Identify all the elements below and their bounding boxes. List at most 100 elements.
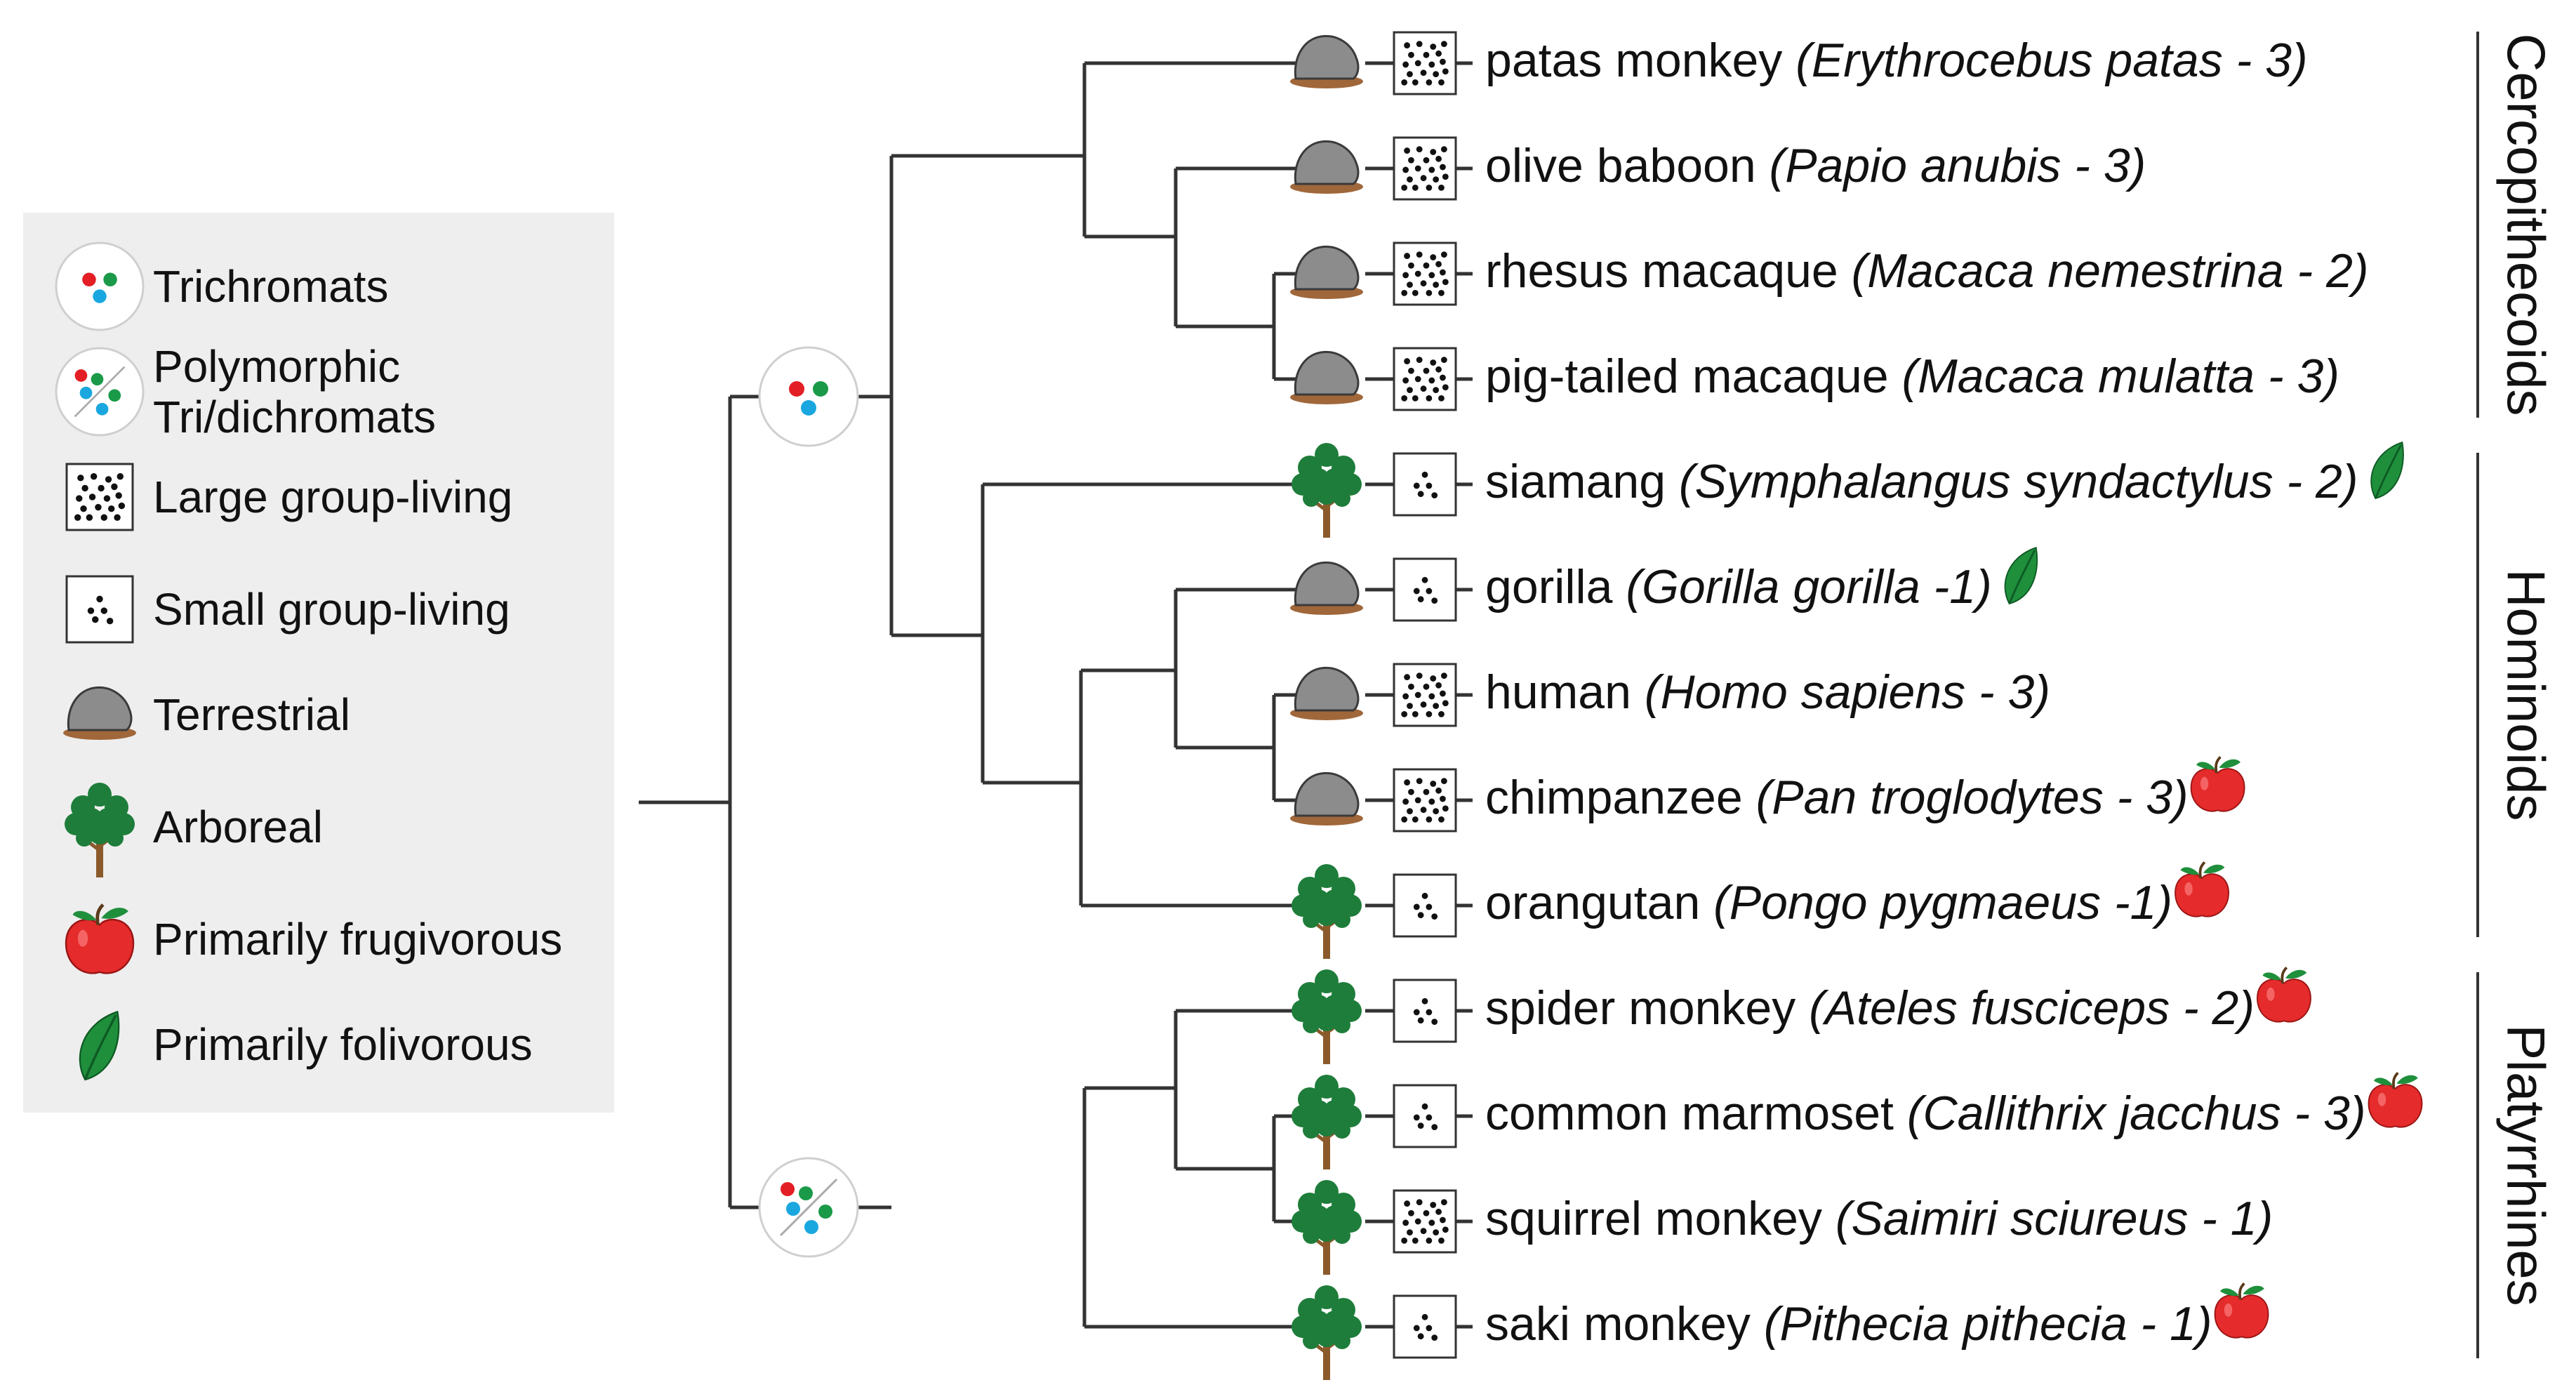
legend-label-line: Primarily folivorous: [153, 1019, 533, 1070]
terrestrial-icon: [1289, 666, 1365, 722]
legend-item-trichromats: Trichromats: [23, 234, 614, 339]
scientific-name: (Saimiri sciureus - 1): [1821, 1192, 2273, 1245]
legend-label: Small group-living: [153, 584, 510, 635]
scientific-name: (Erythrocebus patas - 3): [1782, 34, 2308, 87]
legend-label: Primarily folivorous: [153, 1019, 533, 1070]
common-name: rhesus macaque: [1485, 244, 1838, 298]
arboreal-icon: [47, 774, 152, 880]
apple-icon: [47, 887, 152, 992]
trichromat-icon: [55, 241, 145, 331]
terrestrial-icon: [1289, 245, 1365, 300]
folivorous-icon: [2370, 441, 2405, 500]
tip-olive-baboon: [1289, 136, 1457, 201]
legend-item-frugivorous: Primarily frugivorous: [23, 887, 614, 992]
tip-patas-monkey: [1289, 31, 1457, 95]
small-group-icon: [1393, 1294, 1457, 1359]
tip-human: [1289, 663, 1457, 727]
polymorphic-legend-icon: [55, 347, 145, 437]
scientific-name: (Pithecia pithecia - 1): [1750, 1297, 2212, 1351]
large-group-icon: [1393, 31, 1457, 95]
leaf-icon: [79, 1010, 120, 1081]
taxon-label: squirrel monkey (Saimiri sciureus - 1): [1485, 1191, 2273, 1247]
common-name: squirrel monkey: [1485, 1192, 1822, 1245]
small-group-icon: [1393, 873, 1457, 938]
taxon-label: saki monkey (Pithecia pithecia - 1): [1485, 1296, 2212, 1352]
terrestrial-icon: [1289, 140, 1365, 195]
taxon-label: pig-tailed macaque (Macaca mulatta - 3): [1485, 348, 2339, 404]
common-name: human: [1485, 665, 1631, 719]
small-group-icon: [65, 575, 134, 644]
large-group-icon: [1393, 768, 1457, 833]
small-group-icon: [1393, 557, 1457, 622]
large-group-icon: [1393, 347, 1457, 411]
tip-rhesus-macaque: [1289, 241, 1457, 306]
large-group-legend-icon: [65, 463, 134, 531]
common-name: siamang: [1485, 455, 1666, 508]
scientific-name: (Papio anubis - 3): [1755, 139, 2146, 192]
frugivorous-icon: [2189, 755, 2246, 813]
frugivorous-icon: [2213, 1282, 2270, 1339]
legend-item-arboreal: Arboreal: [23, 774, 614, 880]
frugivorous-icon: [2256, 966, 2312, 1023]
small-group-icon: [1393, 979, 1457, 1043]
folivorous-legend-icon: [79, 1010, 120, 1081]
taxon-label: olive baboon (Papio anubis - 3): [1485, 138, 2146, 194]
tip-trait-icons: [1289, 31, 2424, 1380]
clade-label: Cercopithecoids: [2495, 33, 2556, 416]
scientific-name: (Ateles fusciceps - 2): [1795, 981, 2255, 1035]
common-name: common marmoset: [1485, 1087, 1894, 1140]
tip-chimpanzee: [1289, 768, 1457, 833]
legend-label: Terrestrial: [153, 689, 350, 740]
legend-label-line: Terrestrial: [153, 689, 350, 740]
arboreal-icon: [1292, 969, 1362, 1064]
legend-item-small-group: Small group-living: [23, 557, 614, 662]
legend-label-line: Large group-living: [153, 472, 513, 522]
small-group-icon: [1393, 1084, 1457, 1148]
terrestrial-icon: [1289, 771, 1365, 827]
legend-item-large-group: Large group-living: [23, 444, 614, 550]
common-name: chimpanzee: [1485, 771, 1743, 824]
tip-spider-monkey: [1292, 969, 1457, 1064]
tip-pig-tailed-macaque: [1289, 347, 1457, 411]
small-group-legend-icon: [65, 575, 134, 644]
frugivorous-icon: [2174, 861, 2230, 918]
arboreal-legend-icon: [65, 783, 135, 877]
trichromat-legend-icon: [55, 241, 145, 331]
large-group-icon: [1393, 663, 1457, 727]
common-name: gorilla: [1485, 560, 1613, 614]
ancestral-node-icons: [758, 346, 859, 1258]
scientific-name: (Homo sapiens - 3): [1631, 665, 2051, 719]
scientific-name: (Symphalangus syndactylus - 2): [1666, 455, 2358, 508]
common-name: saki monkey: [1485, 1297, 1751, 1351]
legend-label-line: Trichromats: [153, 261, 389, 312]
legend-item-terrestrial: Terrestrial: [23, 662, 614, 767]
scientific-name: (Macaca mulatta - 3): [1888, 350, 2340, 403]
scientific-name: (Callithrix jacchus - 3): [1893, 1087, 2366, 1140]
arboreal-icon: [1292, 1075, 1362, 1169]
scientific-name: (Pan troglodytes - 3): [1742, 771, 2189, 824]
large-group-icon: [1393, 136, 1457, 201]
taxon-label: common marmoset (Callithrix jacchus - 3): [1485, 1085, 2366, 1141]
taxon-label: chimpanzee (Pan troglodytes - 3): [1485, 769, 2189, 826]
clade-label: Hominoids: [2495, 569, 2556, 821]
taxon-label: gorilla (Gorilla gorilla -1): [1485, 559, 1992, 615]
common-name: spider monkey: [1485, 981, 1796, 1035]
terrestrial-icon: [1289, 34, 1365, 90]
legend-label-line: Polymorphic: [153, 341, 401, 392]
legend-label-line: Tri/dichromats: [153, 392, 437, 442]
legend-item-folivorous: Primarily folivorous: [23, 992, 614, 1097]
tip-siamang: [1292, 443, 1457, 538]
large-group-icon: [1393, 241, 1457, 306]
taxon-label: orangutan (Pongo pygmaeus -1): [1485, 875, 2172, 931]
tip-common-marmoset: [1292, 1075, 1457, 1169]
common-name: olive baboon: [1485, 139, 1756, 192]
common-name: pig-tailed macaque: [1485, 350, 1889, 403]
large-group-icon: [65, 463, 134, 531]
terrestrial-icon: [1289, 561, 1365, 616]
large-group-icon: [1393, 1189, 1457, 1254]
scientific-name: (Macaca nemestrina - 2): [1838, 244, 2369, 298]
terrestrial-icon: [62, 686, 138, 741]
